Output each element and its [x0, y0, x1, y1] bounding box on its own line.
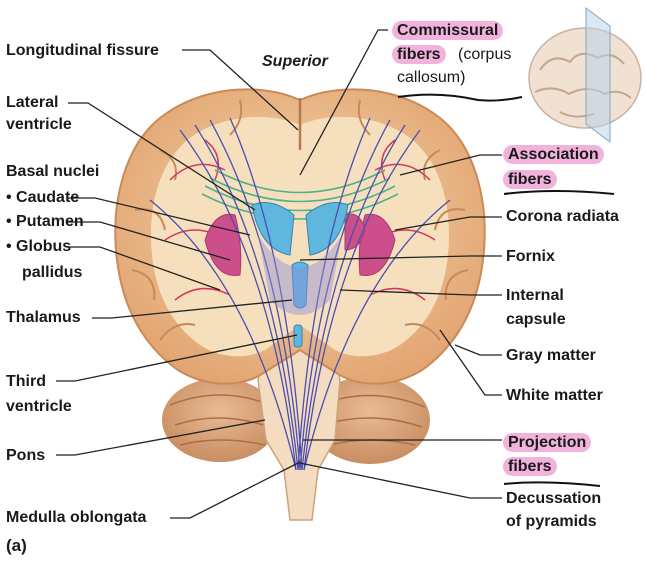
- label-basal-nuclei: Basal nuclei: [6, 162, 99, 181]
- label-association-1: Association: [503, 145, 604, 164]
- label-white-matter: White matter: [506, 386, 603, 405]
- inset-brain-thumbnail: [529, 8, 641, 142]
- label-gray-matter: Gray matter: [506, 346, 596, 365]
- label-thalamus: Thalamus: [6, 308, 81, 327]
- orientation-label: Superior: [262, 52, 328, 71]
- label-medulla-oblongata: Medulla oblongata: [6, 508, 146, 527]
- label-commissural-1: Commissural: [392, 21, 503, 40]
- label-caudate: • Caudate: [6, 188, 79, 207]
- label-commissural-2b: (corpus: [458, 45, 511, 64]
- label-commissural-2: fibers: [392, 45, 446, 64]
- label-pons: Pons: [6, 446, 45, 465]
- label-fornix: Fornix: [506, 247, 555, 266]
- label-projection-2: fibers: [503, 457, 557, 476]
- label-commissural-3: callosum): [397, 68, 465, 87]
- label-lateral-ventricle-1: Lateral: [6, 93, 58, 112]
- label-decussation-1: Decussation: [506, 489, 601, 508]
- label-projection-1: Projection: [503, 433, 591, 452]
- label-putamen: • Putamen: [6, 212, 84, 231]
- label-third-ventricle-2: ventricle: [6, 397, 72, 416]
- label-globus-1: • Globus: [6, 237, 71, 256]
- label-globus-2: pallidus: [22, 263, 82, 282]
- label-association-2: fibers: [503, 170, 557, 189]
- label-third-ventricle-1: Third: [6, 372, 46, 391]
- label-corona-radiata: Corona radiata: [506, 207, 619, 226]
- label-longitudinal-fissure: Longitudinal fissure: [6, 41, 159, 60]
- label-lateral-ventricle-2: ventricle: [6, 115, 72, 134]
- panel-label: (a): [6, 536, 27, 555]
- label-internal-capsule-2: capsule: [506, 310, 566, 329]
- label-internal-capsule-1: Internal: [506, 286, 564, 305]
- label-decussation-2: of pyramids: [506, 512, 597, 531]
